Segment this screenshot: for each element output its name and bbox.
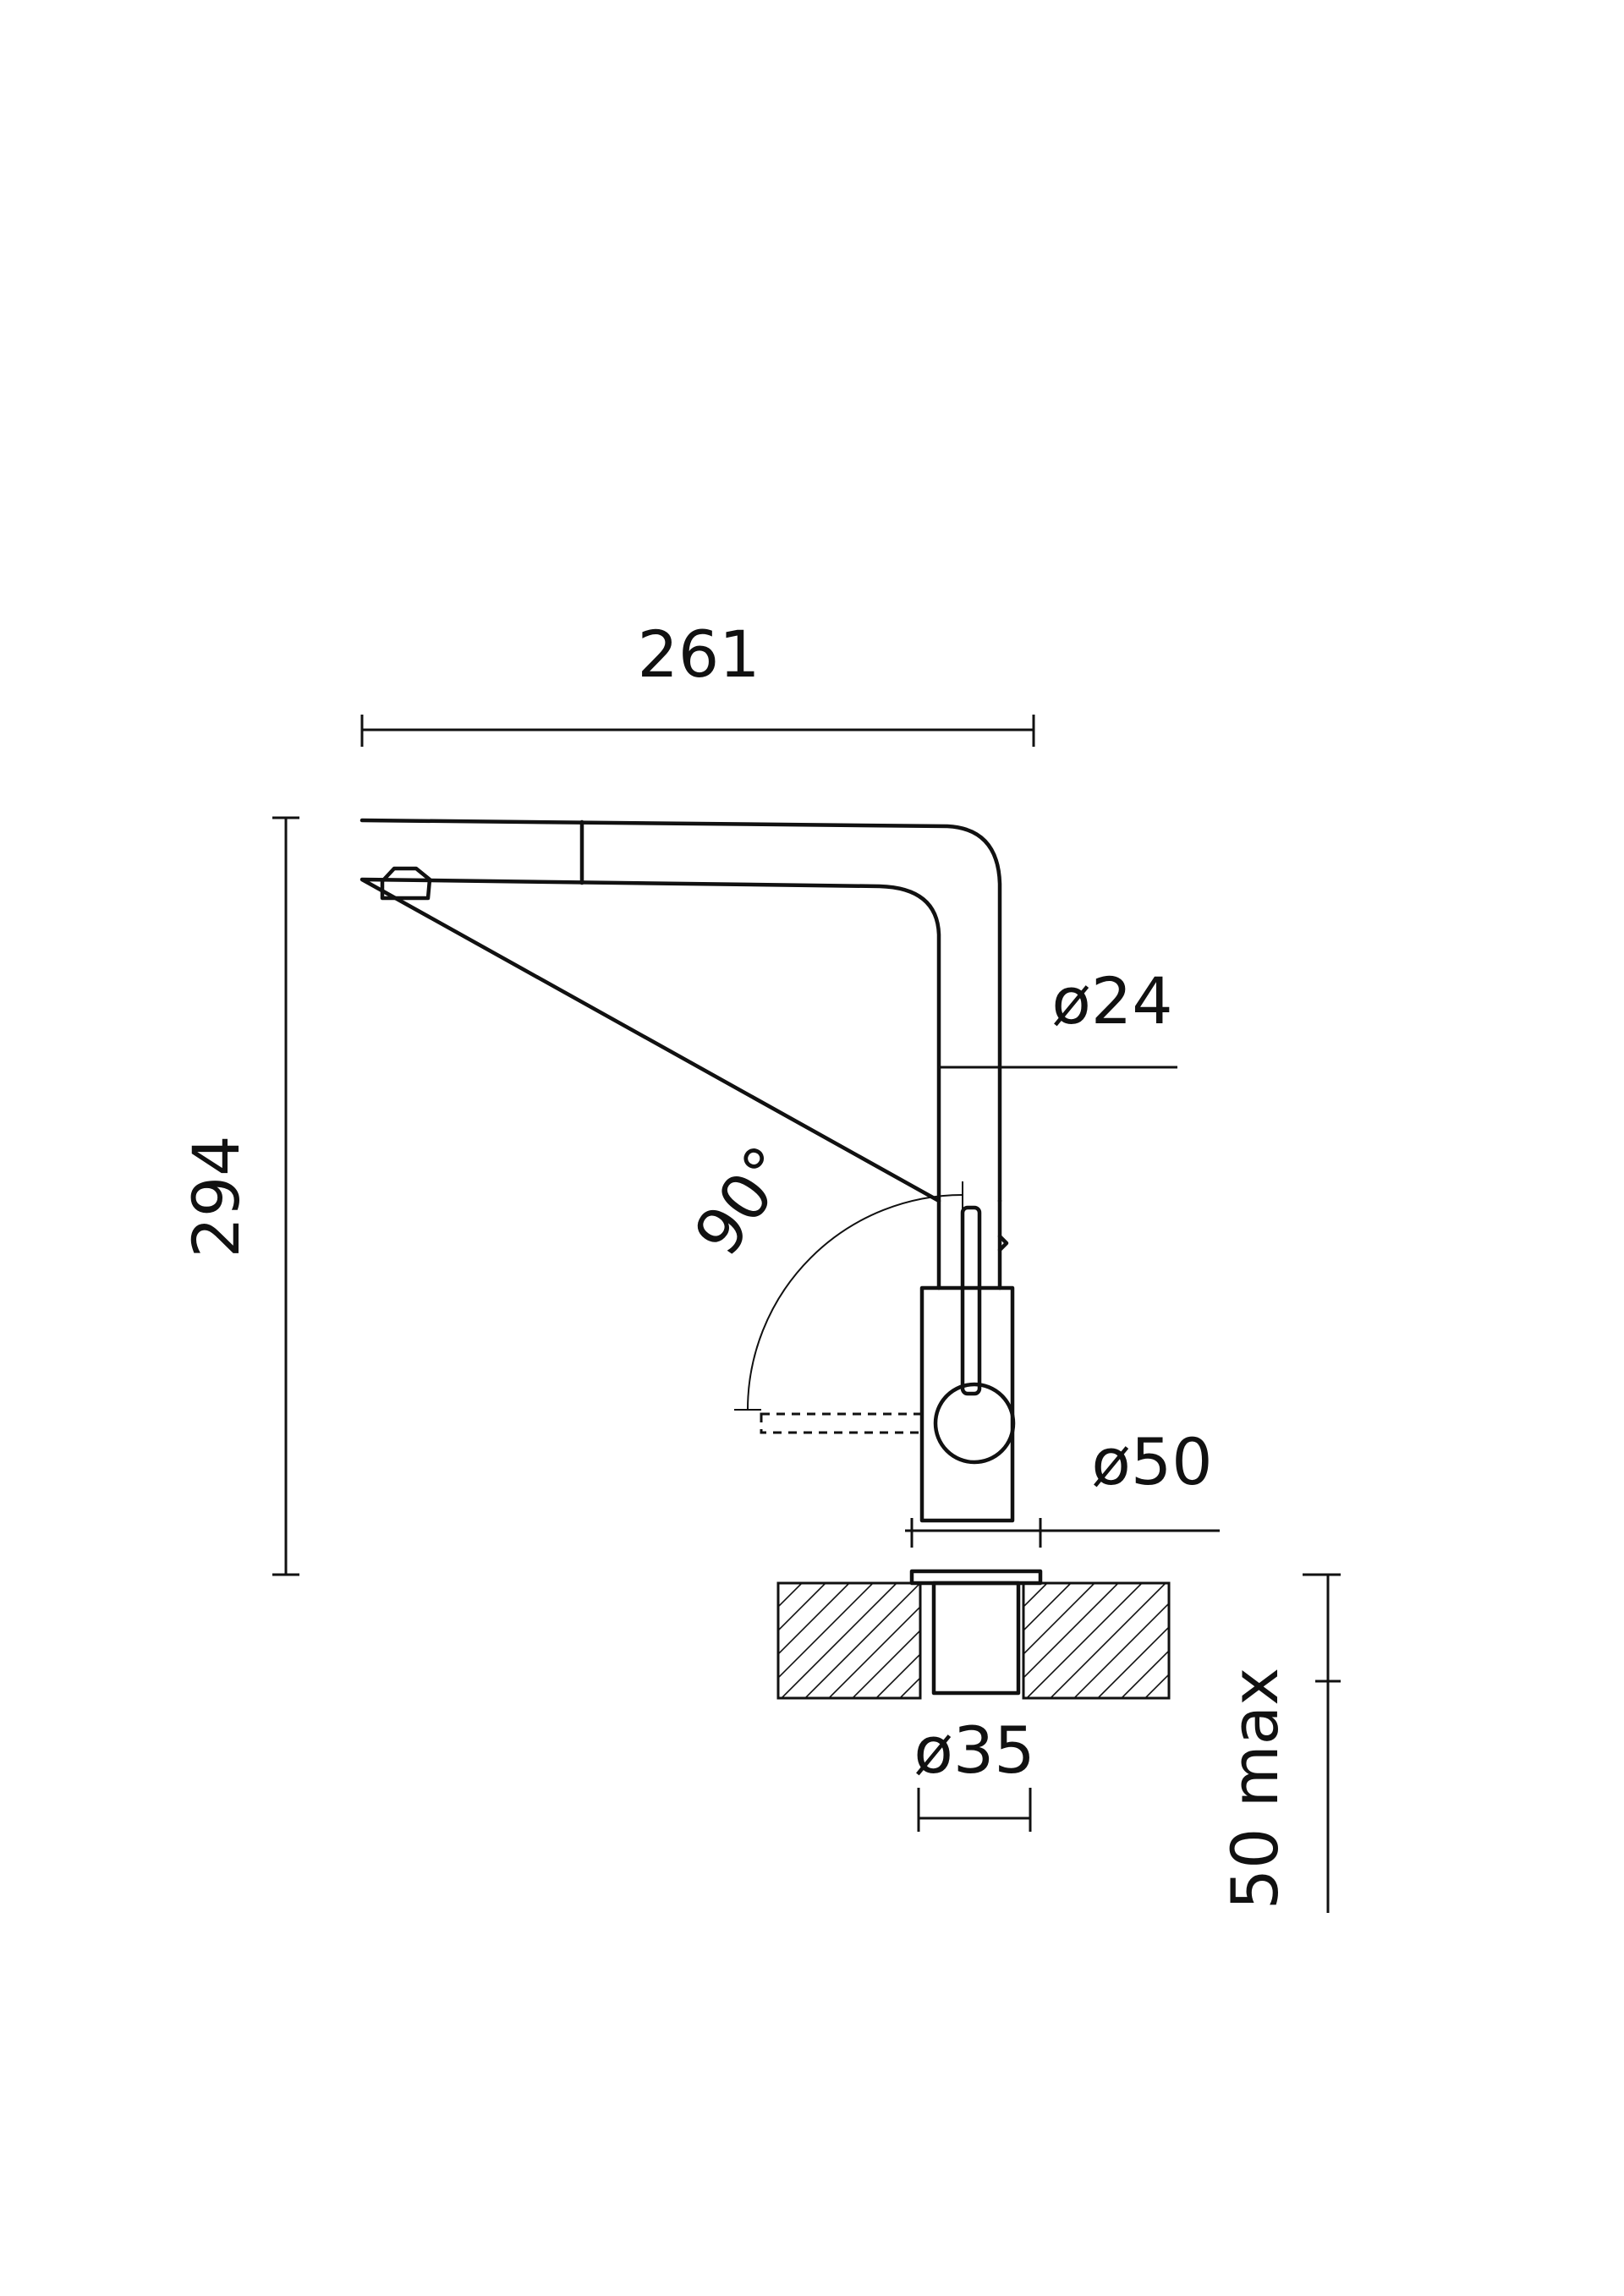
spout-outline <box>359 818 1002 1203</box>
hatch-line <box>1026 1583 1143 1698</box>
body-diameter-label: ø50 <box>1091 1424 1212 1499</box>
faucet-spout <box>359 818 1002 1203</box>
hatch-line <box>1023 1583 1119 1680</box>
hatch-line <box>1023 1583 1024 1585</box>
worktop-section <box>776 1581 1171 1700</box>
hatch-line <box>1121 1649 1169 1698</box>
rotation-label: 90° <box>679 1132 806 1269</box>
faucet-mounting <box>909 1569 1043 1696</box>
worktop-left-hatch <box>778 1583 1133 1698</box>
hatch-line <box>1144 1673 1169 1698</box>
thickness-label: 50 max <box>1217 1668 1292 1910</box>
reach-label: 261 <box>637 616 760 692</box>
dimension-spout-diameter: ø24 <box>939 963 1177 1069</box>
spout-diameter-label: ø24 <box>1051 963 1172 1038</box>
hatch-line <box>995 1583 1110 1698</box>
dimension-total-height: 294 <box>178 816 299 1576</box>
height-label: 294 <box>178 1135 254 1258</box>
hatch-line <box>1023 1583 1048 1608</box>
faucet-body <box>760 1198 1016 1523</box>
valve-cap <box>933 1382 1016 1465</box>
hatch-line <box>828 1605 920 1698</box>
hatch-line <box>1097 1625 1169 1698</box>
hatch-line <box>1073 1602 1169 1698</box>
hatch-line <box>924 1583 1039 1698</box>
lever-handle <box>960 1205 982 1396</box>
hole-diameter-label: ø35 <box>914 1712 1034 1788</box>
dimension-body-diameter: ø50 <box>905 1424 1220 1548</box>
dimension-worktop-thickness: 50 max <box>1217 1573 1341 1913</box>
aerator-nozzle <box>380 866 432 901</box>
hatch-line <box>778 1583 826 1632</box>
hatch-line <box>1023 1583 1095 1656</box>
hatch-line <box>971 1583 1086 1698</box>
hatch-line <box>778 1583 874 1680</box>
hatch-line <box>778 1583 779 1585</box>
hatch-line <box>1018 1583 1133 1698</box>
dimension-hole-diameter: ø35 <box>914 1712 1035 1832</box>
hatch-line <box>1023 1583 1072 1632</box>
hatch-line <box>778 1583 803 1608</box>
hatch-line <box>1050 1583 1166 1698</box>
hatch-line <box>781 1583 897 1698</box>
body-cylinder <box>919 1285 1015 1523</box>
rotation-arc <box>747 1194 963 1411</box>
hatch-line <box>875 1652 920 1698</box>
hatch-line <box>804 1583 920 1698</box>
dimension-spout-reach: 261 <box>360 616 1035 747</box>
mounting-shank <box>931 1581 1021 1696</box>
hatch-line <box>947 1583 1062 1698</box>
worktop-right-hatch <box>1023 1583 1169 1698</box>
hatch-line <box>778 1583 850 1656</box>
lever-rotated-position <box>760 1412 924 1434</box>
hatch-line <box>852 1629 920 1698</box>
lever-back-notch <box>997 1234 1009 1252</box>
hatch-line <box>899 1676 920 1698</box>
worktop-right-outline <box>1022 1581 1171 1700</box>
